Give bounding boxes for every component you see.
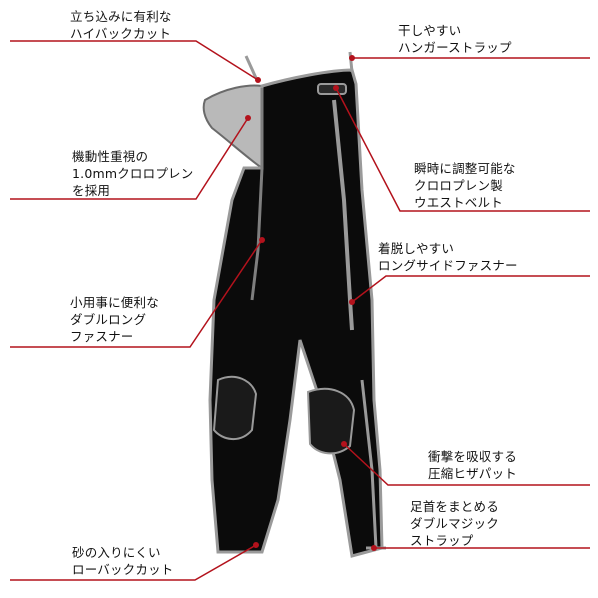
callout-double-zipper: [10, 239, 263, 348]
callout-side-zipper: [351, 275, 590, 303]
label-waist-belt: 瞬時に調整可能な クロロプレン製 ウエストベルト: [414, 161, 516, 210]
side-zipper: [332, 99, 354, 331]
callout-lines: [10, 40, 590, 581]
callout-low-back-cut: [10, 544, 257, 581]
waist-belt-buckle: [317, 83, 347, 95]
callout-dots: [245, 55, 377, 551]
callout-waist-belt: [335, 87, 590, 212]
label-neoprene: 機動性重視の 1.0mmクロロプレン を採用: [72, 149, 194, 198]
label-hanger-strap: 干しやすい ハンガーストラップ: [398, 23, 512, 55]
hanger-strap-left: [244, 55, 258, 79]
label-knee-pad: 衝撃を吸収する 圧縮ヒザパット: [428, 449, 517, 481]
front-zipper: [250, 88, 264, 301]
label-ankle-strap: 足首をまとめる ダブルマジック ストラップ: [410, 499, 499, 548]
callout-knee-pad: [343, 443, 590, 486]
label-low-back-cut: 砂の入りにくい ローバックカット: [72, 545, 174, 577]
label-double-zipper: 小用事に便利な ダブルロング ファスナー: [70, 295, 159, 344]
back-lining: [202, 84, 263, 170]
callout-neoprene: [10, 117, 249, 200]
knee-pad-right: [306, 387, 356, 455]
knee-pad-left: [212, 375, 258, 440]
label-high-back-cut: 立ち込みに有利な ハイバックカット: [70, 9, 172, 41]
label-side-zipper: 着脱しやすい ロングサイドファスナー: [378, 241, 518, 273]
callout-high-back-cut: [10, 40, 259, 81]
hanger-strap-right: [348, 51, 354, 73]
